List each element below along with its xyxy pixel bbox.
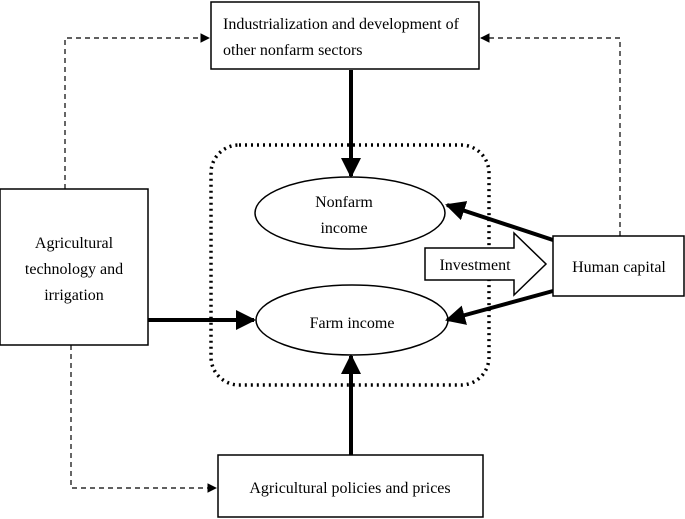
policies-label: Agricultural policies and prices: [249, 480, 450, 497]
nonfarm-income-node: Nonfarm income: [254, 176, 446, 250]
arrow-humancapital-to-farm: [445, 289, 554, 325]
industrialization-label-line2: other nonfarm sectors: [223, 42, 363, 59]
arrow-humancapital-to-nonfarm: [445, 201, 554, 242]
investment-arrow: Investment: [424, 231, 548, 297]
agri-tech-label-line2: technology and: [25, 261, 123, 278]
nonfarm-income-label-line1: Nonfarm: [315, 194, 373, 211]
agri-tech-label-line3: irrigation: [44, 287, 104, 304]
agri-tech-label-line1: Agricultural: [35, 235, 114, 252]
dashed-arrow-agritech-to-industrialization: [64, 33, 210, 189]
farm-income-label: Farm income: [310, 315, 395, 332]
dashed-arrow-agritech-to-policies: [70, 345, 217, 493]
industrialization-node: Industrialization and development of oth…: [210, 1, 480, 70]
industrialization-label-line1: Industrialization and development of: [223, 16, 460, 33]
policies-node: Agricultural policies and prices: [217, 454, 484, 518]
investment-label: Investment: [439, 257, 511, 274]
farm-income-node: Farm income: [255, 284, 449, 356]
human-capital-label: Human capital: [572, 259, 666, 276]
agri-tech-node: Agricultural technology and irrigation: [0, 188, 149, 346]
nonfarm-income-label-line2: income: [320, 220, 367, 237]
human-capital-node: Human capital: [552, 235, 685, 297]
dashed-arrow-humancapital-to-industrialization: [480, 33, 621, 236]
